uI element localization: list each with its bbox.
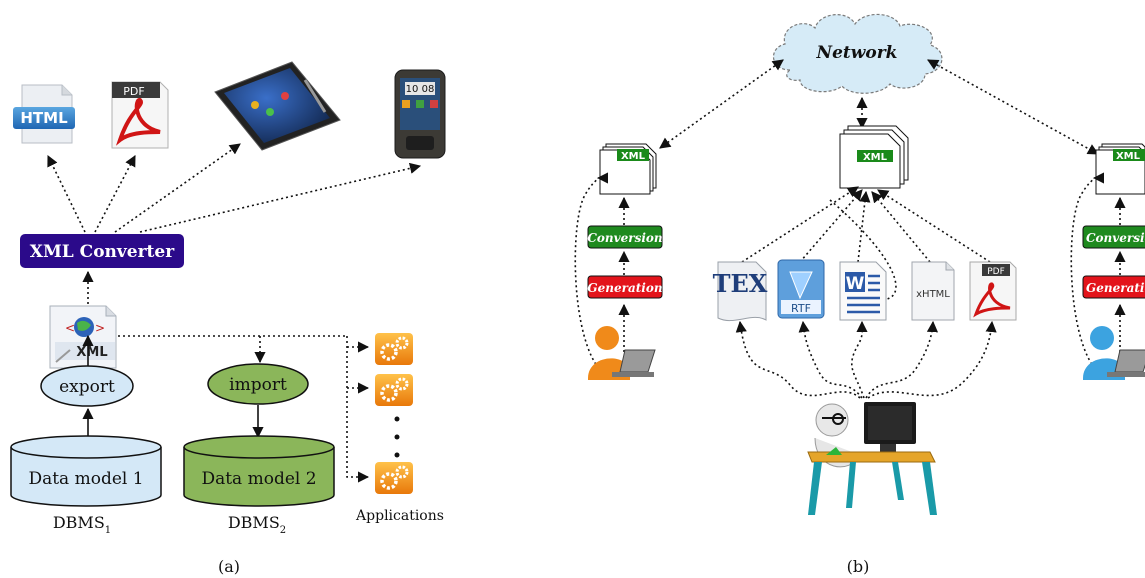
pdf-label: PDF: [987, 267, 1005, 277]
dbms2-caption: DBMS2: [228, 513, 286, 536]
data-model-2-label: Data model 2: [201, 469, 316, 489]
documents-to-xml-arrows: [741, 186, 991, 301]
generation-box-right: Generation: [1082, 275, 1145, 299]
user-laptop-icon-blue: [1083, 326, 1145, 380]
xml-stack-right-label: XML: [1116, 151, 1141, 162]
export-node: export: [40, 365, 134, 407]
tablet-icon: [214, 61, 341, 151]
author-to-documents-arrows: [735, 320, 997, 399]
svg-text:>: >: [95, 321, 105, 335]
xhtml-document-icon: xHTML: [911, 261, 955, 321]
generation-label-left: Generation: [587, 281, 662, 295]
dbms1-label: DBMS: [53, 513, 105, 532]
network-cloud: Network: [773, 13, 943, 94]
xml-file-label: XML: [76, 345, 107, 360]
panel-b-caption: (b): [847, 557, 870, 576]
pdf-icon-label: PDF: [123, 85, 144, 98]
panel-b: Network XML XML: [574, 13, 1145, 576]
converter-output-arrows: [47, 143, 422, 233]
data-model-2-cylinder: Data model 2: [183, 435, 335, 507]
xml-converter-box: XML Converter: [20, 234, 184, 268]
dbms2-subscript: 2: [280, 525, 286, 536]
rtf-document-icon: RTF: [777, 259, 825, 319]
xml-distribution-lines: [118, 335, 370, 483]
phone-icon: 10 08: [394, 69, 446, 159]
word-document-icon: W: [839, 261, 887, 321]
network-label: Network: [816, 43, 898, 63]
generation-label-right: Generation: [1086, 281, 1145, 295]
user-laptop-icon-orange: [588, 326, 656, 380]
pdf-document-icon: PDF: [969, 261, 1017, 321]
pdf-file-icon: PDF: [111, 81, 169, 149]
dbms1-subscript: 1: [105, 525, 111, 536]
conversion-box-left: Conversion: [587, 225, 663, 249]
ellipsis-dots: [394, 416, 400, 458]
conversion-label-right: Conversion: [1086, 231, 1145, 245]
data-model-1-cylinder: Data model 1: [10, 435, 162, 507]
rtf-label: RTF: [791, 302, 811, 315]
author-at-computer-icon: [807, 402, 937, 515]
application-gear-icon: [375, 374, 413, 406]
tex-label: TEX: [713, 269, 768, 298]
xml-converter-label: XML Converter: [30, 242, 175, 262]
panel-a: HTML PDF 10 08: [10, 61, 446, 576]
applications-label: Applications: [355, 508, 444, 524]
svg-text:<: <: [65, 321, 75, 335]
xml-stack-left-label: XML: [621, 151, 646, 162]
export-label: export: [59, 377, 115, 397]
xml-stack-left: XML: [599, 143, 657, 195]
left-pipeline-arrows: [574, 172, 630, 373]
xml-stack-right: XML: [1095, 143, 1145, 195]
word-label: W: [846, 274, 865, 294]
import-label: import: [229, 375, 287, 395]
xml-stack-center-label: XML: [863, 152, 888, 163]
data-model-1-label: Data model 1: [28, 469, 143, 489]
right-pipeline-arrows: [1070, 172, 1126, 373]
import-node: import: [207, 363, 309, 405]
application-gear-icon: [375, 462, 413, 494]
conversion-label-left: Conversion: [587, 231, 662, 245]
xml-stack-center: XML: [839, 125, 909, 189]
html-file-icon: HTML: [13, 84, 75, 144]
panel-a-caption: (a): [218, 557, 240, 576]
network-xml-arrows: [659, 59, 1099, 155]
xml-file-icon: < > XML: [49, 305, 117, 369]
application-gear-icon: [375, 333, 413, 365]
conversion-box-right: Conversion: [1082, 225, 1145, 249]
dbms1-caption: DBMS1: [53, 513, 111, 536]
html-icon-label: HTML: [20, 109, 68, 127]
generation-box-left: Generation: [587, 275, 663, 299]
phone-time: 10 08: [406, 84, 435, 95]
xhtml-label: xHTML: [916, 289, 950, 300]
dbms2-label: DBMS: [228, 513, 280, 532]
tex-document-icon: TEX: [713, 261, 768, 322]
